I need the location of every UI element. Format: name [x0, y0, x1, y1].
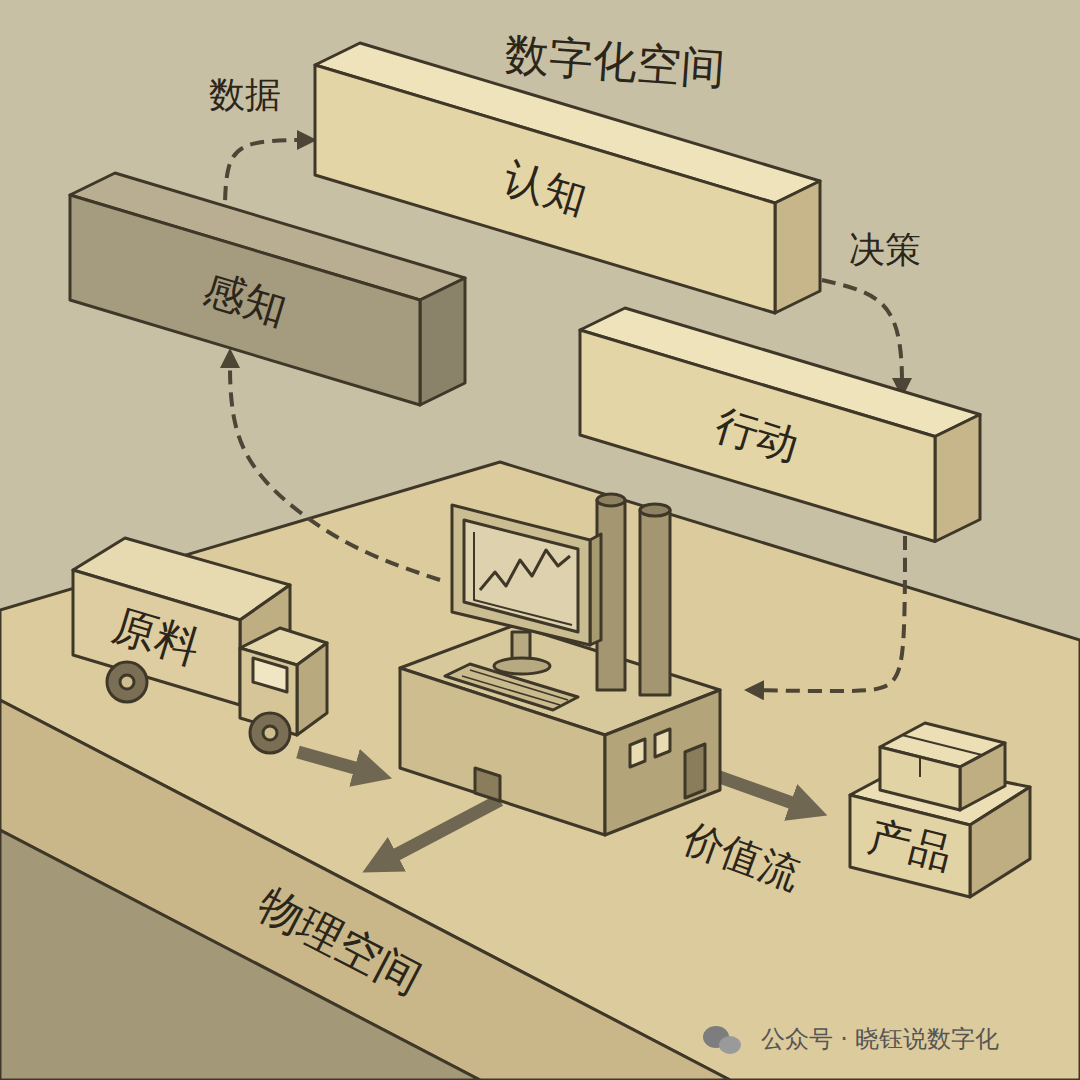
cargo-side [73, 570, 240, 705]
monitor-screen [464, 520, 578, 632]
platform-label: 物理空间 [250, 879, 429, 1005]
factory-window [655, 729, 670, 757]
box-tape [919, 757, 921, 777]
wheel [107, 662, 147, 702]
wheel-hub [263, 726, 277, 740]
wechat-icon [719, 1036, 741, 1054]
chimney-top [597, 494, 625, 506]
truck-outline [65, 530, 335, 760]
slab-end [420, 278, 465, 405]
slab-end [775, 181, 820, 313]
box-tape [990, 803, 1005, 812]
box-side [970, 787, 1030, 897]
box-front [850, 795, 970, 897]
factory-door [685, 744, 705, 798]
slab-front [70, 195, 420, 405]
cab-front [297, 643, 327, 735]
platform-top [0, 462, 1080, 1080]
wheel-hub [120, 675, 134, 689]
slab-end [935, 415, 980, 542]
chimney [640, 510, 670, 695]
monitor-edge [590, 534, 601, 645]
perception-slab: 感知 [67, 170, 468, 408]
box-front [880, 747, 960, 810]
box-side [960, 743, 1005, 810]
truck: 原料 [65, 530, 335, 760]
keyboard-keys [470, 670, 568, 700]
box-tape [902, 735, 982, 755]
space-title: 数字化空间 [504, 29, 727, 95]
watermark: 公众号 · 晓钰说数字化 [761, 1026, 1000, 1054]
chimney-top [640, 504, 670, 516]
cab-window [253, 658, 287, 692]
wheel [250, 713, 290, 753]
platform-side [0, 700, 730, 1080]
edge-label: 数据 [205, 74, 285, 115]
physical-platform: 物理空间 原料产品 [0, 462, 1080, 1080]
edge-label: 决策 [845, 229, 925, 270]
platform-underside [0, 830, 480, 1080]
monitor-base [494, 658, 550, 674]
keyboard [445, 664, 578, 710]
chart-axis [474, 532, 572, 625]
factory-window [630, 739, 645, 767]
action-slab: 行动 [577, 305, 983, 545]
keyboard-keys [462, 676, 560, 705]
product-boxes: 产品 [840, 685, 1040, 905]
chart-line [480, 550, 570, 590]
